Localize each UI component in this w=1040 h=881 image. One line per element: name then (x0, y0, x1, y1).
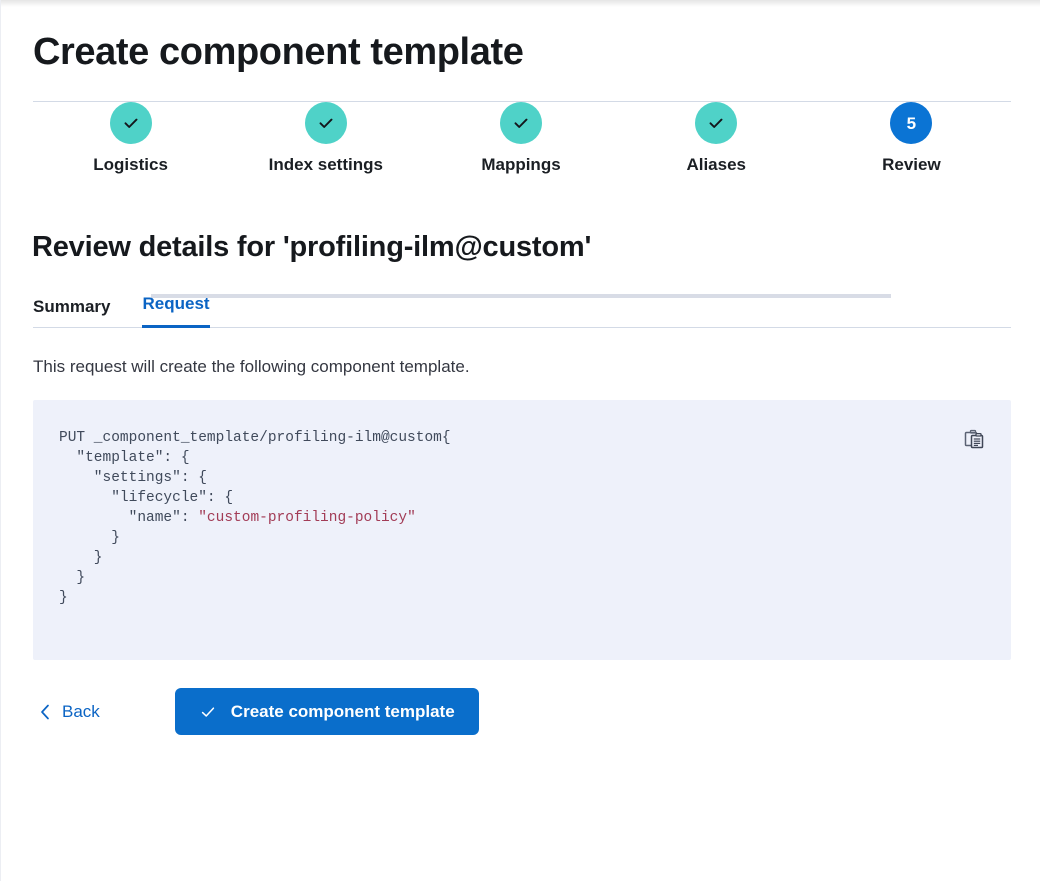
copy-icon (964, 429, 984, 449)
step-status-indicator (500, 102, 542, 144)
check-icon (709, 118, 723, 128)
step-number: 5 (906, 113, 917, 133)
create-component-template-label: Create component template (230, 702, 455, 721)
tab-request[interactable]: Request (142, 294, 210, 328)
step-status-indicator (304, 102, 347, 144)
request-code-panel: PUT _component_template/profiling-ilm@cu… (33, 400, 1011, 660)
copy-button[interactable] (959, 424, 989, 454)
tab-summary[interactable]: Summary (33, 297, 110, 328)
wizard-actions: Back Create component template (33, 688, 1040, 735)
check-icon (201, 706, 214, 717)
review-heading: Review details for 'profiling-ilm@custom… (32, 231, 592, 263)
code-request-line: PUT _component_template/profiling-ilm@cu… (59, 430, 442, 446)
step-label: Index settings (268, 155, 383, 174)
review-tabs: Summary Request (33, 288, 1011, 328)
back-button-label: Back (62, 701, 100, 721)
step-label: Review (882, 155, 941, 174)
step-status-indicator: 5 (890, 102, 933, 144)
step-mappings[interactable]: Mappings (423, 102, 618, 175)
stepper-track (151, 294, 891, 298)
title-divider (33, 101, 1011, 102)
check-icon (514, 118, 528, 128)
create-component-template-button[interactable]: Create component template (174, 688, 479, 735)
check-icon (319, 118, 333, 128)
step-status-indicator (695, 102, 738, 144)
step-label: Logistics (93, 155, 168, 174)
step-label: Aliases (686, 155, 746, 174)
code-body-after: } } } } (59, 530, 120, 606)
request-description: This request will create the following c… (33, 357, 470, 376)
wizard-stepper: Logistics Index settings (1, 102, 1040, 298)
step-status-indicator (109, 102, 152, 144)
step-label: Mappings (481, 155, 561, 174)
code-string-value: "custom-profiling-policy" (198, 510, 416, 526)
step-review[interactable]: 5 Review (814, 102, 1009, 175)
stepper-steps: Logistics Index settings (1, 102, 1040, 175)
back-button[interactable]: Back (33, 694, 106, 730)
step-aliases[interactable]: Aliases (619, 102, 814, 175)
code-body-before: { "template": { "settings": { "lifecycle… (76, 430, 451, 526)
step-index-settings[interactable]: Index settings (228, 102, 423, 175)
chevron-left-icon (41, 704, 49, 719)
check-icon (124, 118, 138, 128)
request-code-block: PUT _component_template/profiling-ilm@cu… (59, 428, 951, 608)
step-logistics[interactable]: Logistics (33, 102, 228, 175)
page-title: Create component template (33, 31, 524, 73)
page-content: Create component template Logistics (1, 0, 1040, 735)
